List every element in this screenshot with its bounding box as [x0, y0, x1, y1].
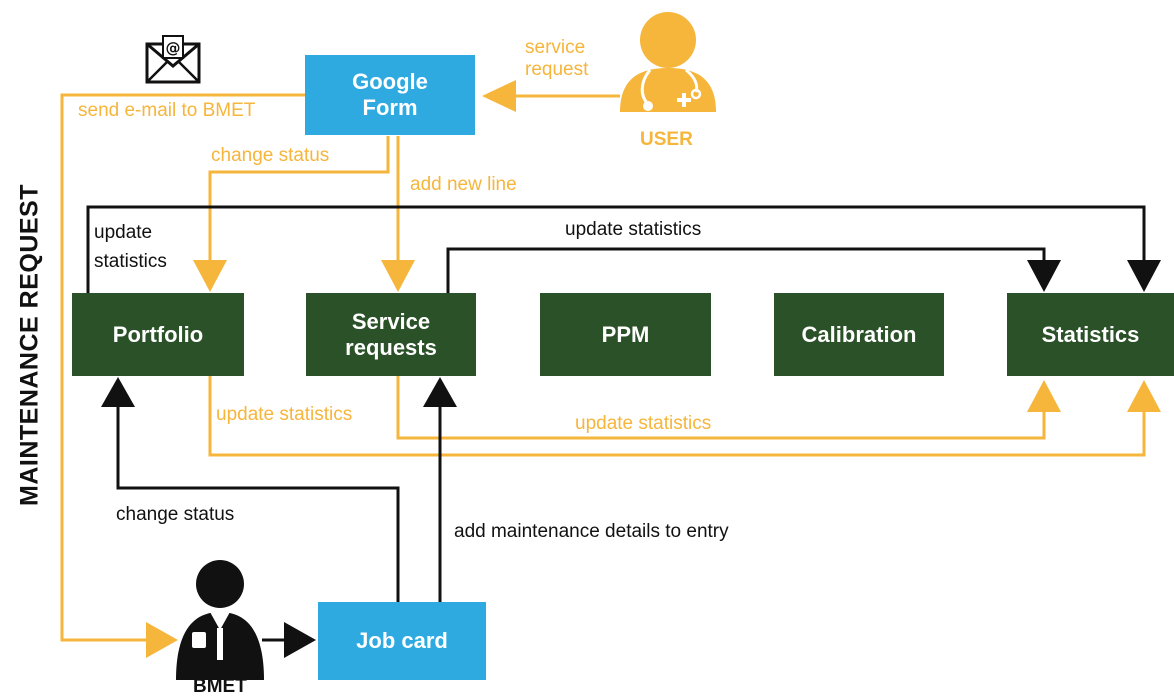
black-connectors	[86, 205, 1146, 642]
arrowhead-to-statistics-left	[1027, 380, 1061, 412]
orange-connectors	[60, 93, 1146, 642]
calibration-box: Calibration	[774, 293, 944, 376]
svg-text:@: @	[166, 39, 181, 57]
send-email-label: send e-mail to BMET	[78, 100, 256, 121]
black-arrowhead-portfolio	[101, 377, 135, 407]
portfolio-update-statistics-top-label: update statistics	[94, 222, 167, 272]
service-requests-to-statistics-top-line	[446, 247, 1046, 293]
service-update-statistics-top-label: update statistics	[565, 219, 702, 240]
service-request-label: service request	[525, 37, 589, 80]
service-requests-update-statistics-label: update statistics	[575, 413, 712, 434]
bmet-person-icon	[176, 560, 264, 680]
arrowhead-to-form	[482, 80, 516, 112]
portfolio-to-statistics-line	[208, 376, 1146, 457]
email-connector-line	[60, 93, 305, 642]
google-form-box: Google Form	[305, 55, 475, 135]
job-change-status-label: change status	[116, 504, 235, 525]
black-arrowhead-jobcard	[284, 622, 316, 658]
black-arrowhead-service-requests	[423, 377, 457, 407]
add-new-line-label: add new line	[410, 174, 517, 195]
black-arrowheads	[101, 260, 1161, 658]
statistics-box: Statistics	[1007, 293, 1174, 376]
arrowhead-to-portfolio	[193, 260, 227, 292]
job-card-box: Job card	[318, 602, 486, 680]
service-requests-box: Service requests	[306, 293, 476, 376]
add-maintenance-label: add maintenance details to entry	[454, 521, 729, 542]
service-requests-to-statistics-line	[396, 376, 1046, 440]
form-to-portfolio-line	[208, 136, 390, 262]
form-change-status-label: change status	[211, 145, 330, 166]
ppm-box: PPM	[540, 293, 711, 376]
portfolio-to-statistics-top-line	[86, 205, 1146, 293]
user-label: USER	[640, 129, 693, 150]
arrowhead-to-bmet	[146, 622, 178, 658]
black-arrowhead-statistics-right	[1127, 260, 1161, 292]
jobcard-to-portfolio-line	[116, 405, 400, 602]
portfolio-update-statistics-label: update statistics	[216, 404, 353, 425]
arrowhead-to-statistics-right	[1127, 380, 1161, 412]
orange-arrowheads	[146, 80, 1161, 658]
diagram-title: MAINTENANCE REQUEST	[15, 183, 44, 507]
black-arrowhead-statistics-left	[1027, 260, 1061, 292]
user-doctor-icon	[620, 12, 716, 112]
bmet-label: BMET	[193, 676, 247, 697]
arrowhead-to-service-requests	[381, 260, 415, 292]
portfolio-box: Portfolio	[72, 293, 244, 376]
email-envelope-icon: @	[145, 35, 201, 84]
